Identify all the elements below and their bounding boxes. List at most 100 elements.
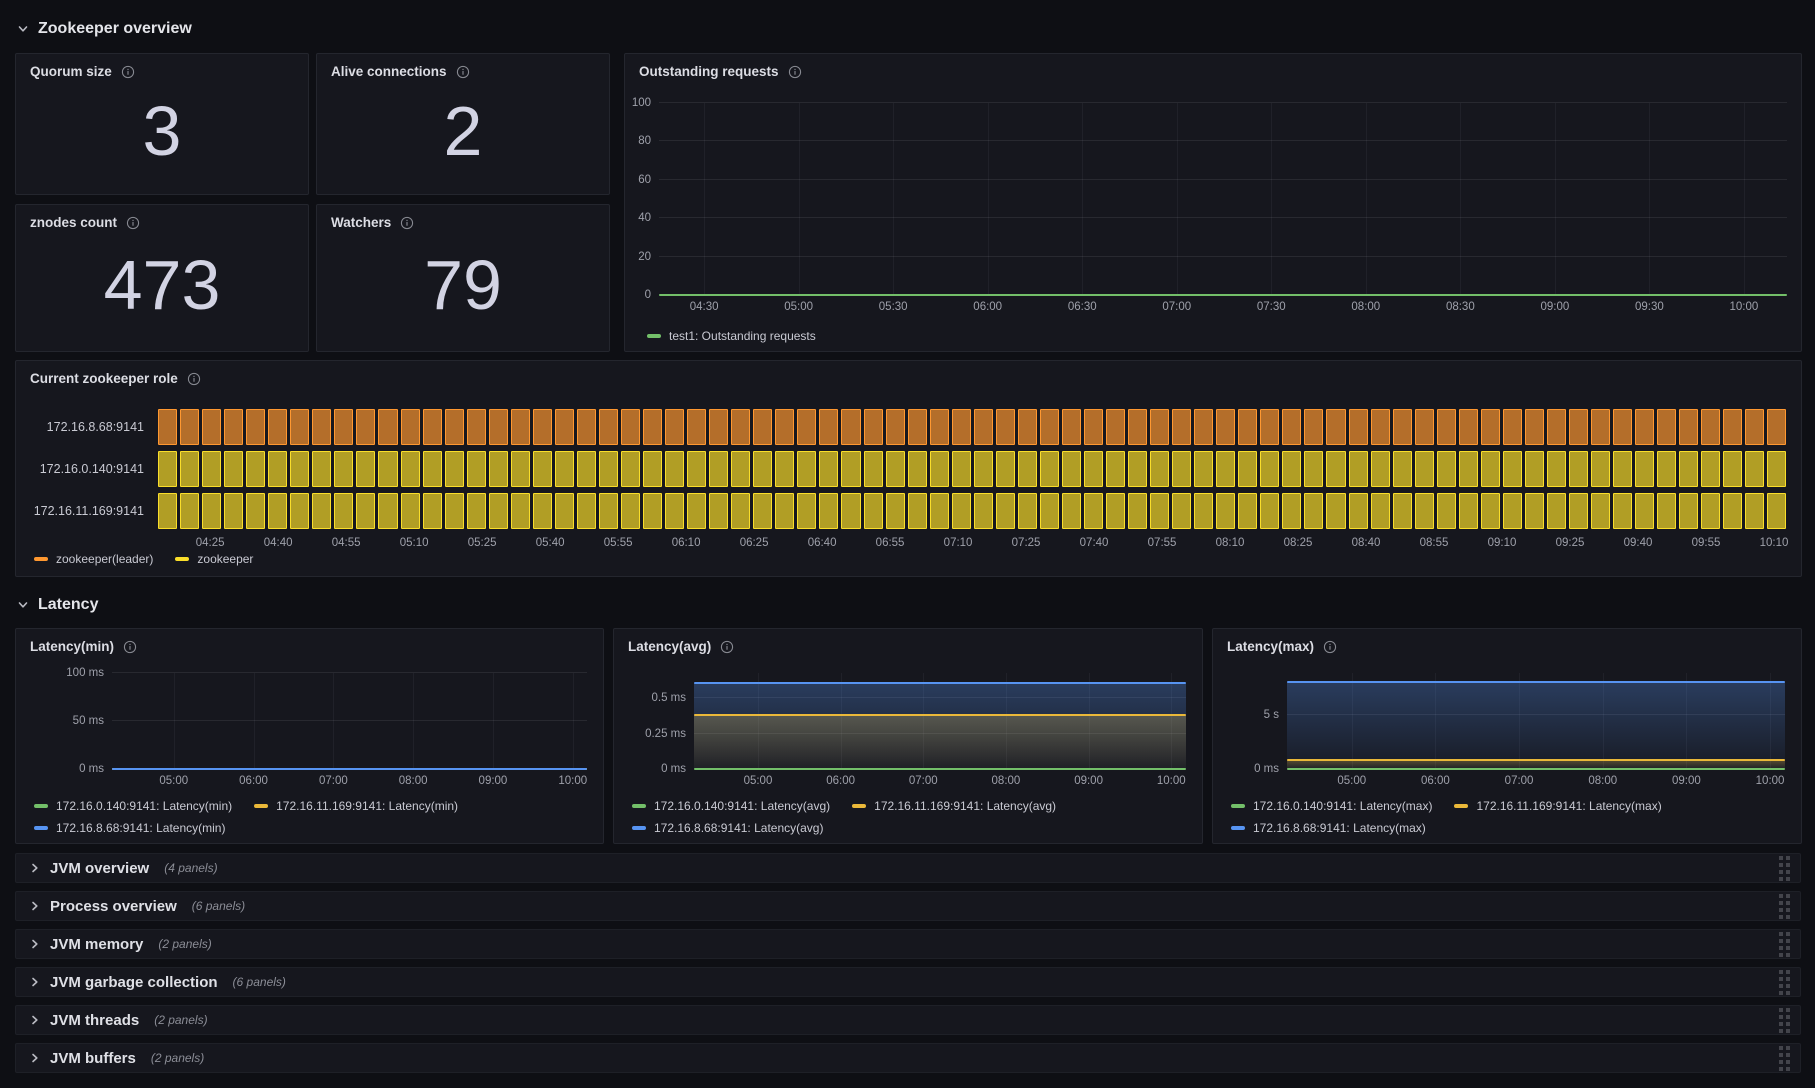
info-icon[interactable]: [720, 640, 734, 654]
row-header-jvm-threads[interactable]: JVM threads(2 panels): [15, 1005, 1801, 1035]
series-line: [1287, 758, 1785, 761]
info-icon[interactable]: [123, 640, 137, 654]
state-block: [1502, 451, 1522, 487]
state-block: [1150, 409, 1170, 445]
legend-item[interactable]: 172.16.8.68:9141: Latency(avg): [632, 820, 823, 836]
drag-handle[interactable]: [1779, 931, 1790, 957]
row-panel-count: (2 panels): [150, 1051, 205, 1065]
info-icon[interactable]: [126, 216, 140, 230]
legend-series-label: 172.16.8.68:9141: Latency(min): [56, 821, 226, 835]
drag-handle-dot: [1786, 869, 1790, 874]
state-block: [1635, 409, 1655, 445]
state-block: [797, 451, 817, 487]
state-block: [488, 451, 508, 487]
panel-title: Outstanding requests: [639, 64, 779, 79]
state-block: [378, 409, 398, 445]
state-block: [290, 493, 310, 529]
state-block: [863, 451, 883, 487]
legend-item[interactable]: 172.16.0.140:9141: Latency(avg): [632, 798, 830, 814]
legend-item[interactable]: zookeeper: [175, 551, 253, 567]
state-block: [1260, 493, 1280, 529]
state-block: [1017, 451, 1037, 487]
x-axis-tick-label: 07:00: [1504, 775, 1534, 787]
info-icon[interactable]: [1323, 640, 1337, 654]
timeline-row: 172.16.8.68:9141: [47, 409, 1787, 445]
gridline: [1365, 103, 1367, 295]
state-block: [224, 493, 244, 529]
row-title: Process overview: [50, 897, 177, 915]
drag-handle[interactable]: [1779, 1007, 1790, 1033]
legend-item[interactable]: 172.16.0.140:9141: Latency(min): [34, 798, 232, 814]
series-line: [1287, 768, 1785, 770]
drag-handle[interactable]: [1779, 855, 1790, 881]
state-block: [1083, 409, 1104, 445]
state-block: [1194, 451, 1214, 487]
drag-handle-dot: [1779, 1028, 1783, 1033]
state-block: [202, 493, 222, 529]
state-block: [334, 409, 354, 445]
state-block: [643, 493, 663, 529]
state-block: [1392, 409, 1412, 445]
x-axis-tick-label: 09:00: [1540, 301, 1570, 313]
x-axis-tick-label: 06:40: [807, 537, 837, 549]
row-header-process-overview[interactable]: Process overview(6 panels): [15, 891, 1801, 921]
info-icon[interactable]: [456, 65, 470, 79]
state-block: [731, 409, 751, 445]
drag-handle[interactable]: [1779, 969, 1790, 995]
y-axis-tick-label: 40: [638, 212, 651, 225]
legend-item[interactable]: 172.16.11.169:9141: Latency(min): [254, 798, 458, 814]
info-icon[interactable]: [121, 65, 135, 79]
state-block: [687, 493, 707, 529]
row-header-jvm-memory[interactable]: JVM memory(2 panels): [15, 929, 1801, 959]
x-axis-tick-label: 05:30: [878, 301, 908, 313]
row-header-jvm-buffers[interactable]: JVM buffers(2 panels): [15, 1043, 1801, 1073]
legend-series-label: zookeeper: [197, 552, 254, 566]
state-block: [885, 493, 905, 529]
state-block: [819, 493, 839, 529]
legend-item[interactable]: 172.16.11.169:9141: Latency(max): [1454, 798, 1662, 814]
state-block: [1701, 493, 1721, 529]
x-axis-tick-label: 07:25: [1011, 537, 1041, 549]
drag-handle-dot: [1779, 1021, 1783, 1026]
series-line: [694, 681, 1186, 684]
state-block: [973, 409, 993, 445]
state-block: [753, 451, 773, 487]
legend-item[interactable]: 172.16.8.68:9141: Latency(max): [1231, 820, 1426, 836]
drag-handle[interactable]: [1779, 893, 1790, 919]
gridline: [1351, 673, 1353, 769]
legend-item[interactable]: 172.16.11.169:9141: Latency(avg): [852, 798, 1056, 814]
state-block: [1701, 409, 1721, 445]
legend-item[interactable]: test1: Outstanding requests: [647, 328, 816, 344]
info-icon[interactable]: [400, 216, 414, 230]
legend-item[interactable]: 172.16.0.140:9141: Latency(max): [1231, 798, 1432, 814]
state-block: [1745, 451, 1765, 487]
section-header-latency[interactable]: Latency: [16, 592, 98, 618]
state-block: [1304, 493, 1324, 529]
info-icon[interactable]: [788, 65, 802, 79]
state-block: [753, 409, 773, 445]
panel-quorum-size: Quorum size 3: [15, 53, 309, 195]
state-block: [400, 451, 420, 487]
panel-alive-connections: Alive connections 2: [316, 53, 610, 195]
info-icon[interactable]: [187, 372, 201, 386]
y-axis-tick-label: 100 ms: [66, 667, 104, 679]
state-block: [510, 409, 530, 445]
state-block: [400, 409, 420, 445]
drag-handle-dot: [1779, 1007, 1783, 1012]
legend-item[interactable]: 172.16.8.68:9141: Latency(min): [34, 820, 225, 836]
legend-item[interactable]: zookeeper(leader): [34, 551, 153, 567]
drag-handle[interactable]: [1779, 1045, 1790, 1071]
state-block: [488, 409, 508, 445]
section-header-zookeeper-overview[interactable]: Zookeeper overview: [16, 16, 192, 42]
row-header-jvm-garbage-collection[interactable]: JVM garbage collection(6 panels): [15, 967, 1801, 997]
drag-handle-dot: [1786, 900, 1790, 905]
row-header-jvm-overview[interactable]: JVM overview(4 panels): [15, 853, 1801, 883]
state-block: [1304, 409, 1324, 445]
x-axis-tick-label: 10:00: [558, 775, 588, 787]
state-block: [576, 493, 596, 529]
